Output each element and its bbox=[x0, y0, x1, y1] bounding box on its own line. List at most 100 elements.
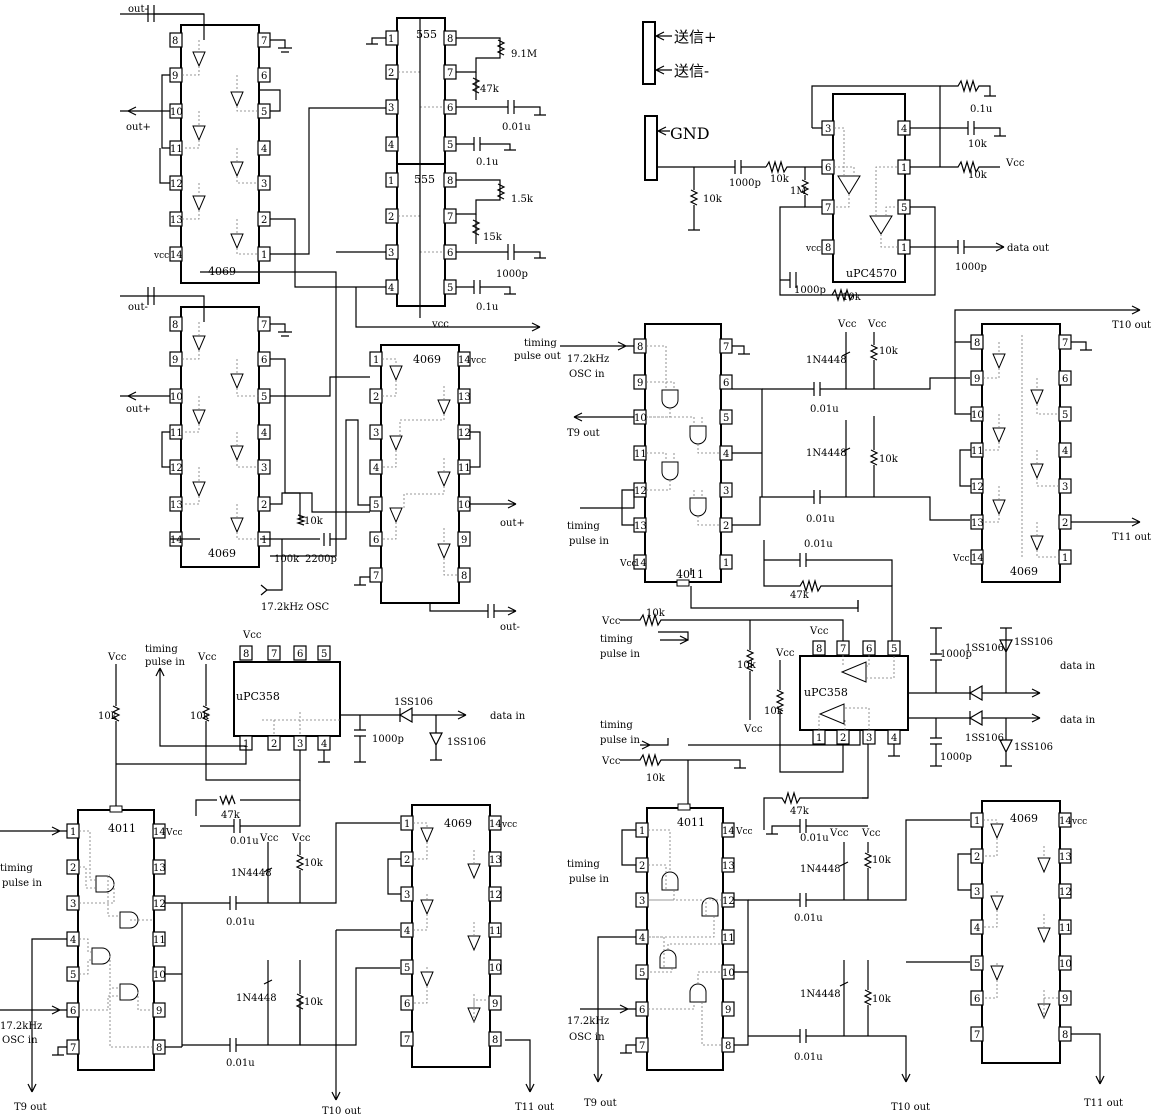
resistor-label: 10k bbox=[646, 773, 666, 784]
svg-text:9: 9 bbox=[725, 1005, 731, 1016]
capacitor-label: 0.1u bbox=[476, 157, 499, 168]
svg-text:12: 12 bbox=[458, 428, 471, 439]
resistor-label: 47k bbox=[790, 590, 810, 601]
wiring-top-left bbox=[120, 5, 390, 596]
svg-text:3: 3 bbox=[404, 890, 410, 901]
svg-text:7: 7 bbox=[447, 68, 453, 79]
svg-text:9: 9 bbox=[492, 999, 498, 1010]
svg-text:3: 3 bbox=[639, 896, 645, 907]
svg-text:5: 5 bbox=[261, 107, 267, 118]
svg-text:14: 14 bbox=[634, 558, 647, 569]
svg-text:3: 3 bbox=[825, 124, 831, 135]
ic-label: 4069 bbox=[208, 547, 236, 560]
svg-text:5: 5 bbox=[404, 963, 410, 974]
resistor-label: 10k bbox=[190, 711, 210, 722]
svg-text:4: 4 bbox=[321, 739, 327, 750]
svg-text:9: 9 bbox=[172, 71, 178, 82]
capacitor-label: 0.01u bbox=[502, 122, 531, 133]
svg-text:2: 2 bbox=[388, 68, 394, 79]
capacitor-label: 0.01u bbox=[794, 1052, 823, 1063]
svg-text:9: 9 bbox=[461, 535, 467, 546]
svg-text:2: 2 bbox=[639, 861, 645, 872]
resistor-label: 10k bbox=[764, 706, 784, 717]
svg-text:6: 6 bbox=[70, 1006, 76, 1017]
svg-text:9: 9 bbox=[974, 374, 980, 385]
svg-text:6: 6 bbox=[639, 1005, 645, 1016]
wiring-uPC4570 bbox=[658, 78, 1006, 303]
svg-text:5: 5 bbox=[373, 500, 379, 511]
svg-text:10: 10 bbox=[458, 500, 471, 511]
capacitor-label: 0.1u bbox=[970, 104, 993, 115]
svg-text:8: 8 bbox=[974, 338, 980, 349]
svg-text:2: 2 bbox=[261, 215, 267, 226]
svg-text:9: 9 bbox=[637, 378, 643, 389]
ic-4011-bottom-right: 1 2 3 4 5 6 7 14 Vcc 13 12 11 10 9 8 401… bbox=[635, 803, 753, 1071]
svg-text:1: 1 bbox=[261, 535, 267, 546]
ic-label: uPC358 bbox=[804, 686, 848, 699]
svg-text:10: 10 bbox=[170, 107, 183, 118]
svg-text:6: 6 bbox=[447, 103, 453, 114]
svg-text:1: 1 bbox=[901, 243, 907, 254]
resistor-label: 10k bbox=[770, 174, 790, 185]
resistor-label: 10k bbox=[304, 858, 324, 869]
diode-label: 1N4448 bbox=[806, 448, 847, 459]
svg-text:8: 8 bbox=[243, 649, 249, 660]
out-plus-label: out+ bbox=[126, 122, 151, 133]
diode-label: 1N4448 bbox=[806, 355, 847, 366]
svg-text:4: 4 bbox=[261, 144, 267, 155]
svg-text:12: 12 bbox=[634, 486, 647, 497]
svg-text:7: 7 bbox=[825, 203, 831, 214]
ic-4069-top-left-upper: 8 9 10 11 12 13 vcc 14 7 6 5 4 3 2 1 406… bbox=[153, 24, 271, 284]
vcc-label: Vcc bbox=[837, 319, 857, 330]
svg-text:2: 2 bbox=[261, 500, 267, 511]
ic-label: 555 bbox=[416, 28, 437, 41]
diode-label: 1N4448 bbox=[236, 993, 277, 1004]
vcc-label: Vcc bbox=[601, 616, 621, 627]
ic-555-lower: 1 2 3 4 8 7 6 5 555 bbox=[385, 163, 457, 307]
svg-text:5: 5 bbox=[321, 649, 327, 660]
resistor-label: 10k bbox=[737, 660, 757, 671]
vcc-label: Vcc bbox=[867, 319, 887, 330]
t9-label: T9 out bbox=[14, 1102, 47, 1113]
data-in-label: data in bbox=[1060, 661, 1096, 672]
svg-text:6: 6 bbox=[723, 378, 729, 389]
ic-label: 4069 bbox=[444, 817, 472, 830]
resistor-label: 10k bbox=[304, 516, 324, 527]
svg-text:5: 5 bbox=[261, 392, 267, 403]
capacitor-label: 0.01u bbox=[226, 1058, 255, 1069]
connector-send: 送信+ 送信- bbox=[642, 21, 717, 85]
resistor-label: 100k bbox=[274, 554, 300, 565]
timing-label: pulse in bbox=[145, 657, 185, 668]
capacitor-label: 1000p bbox=[372, 734, 404, 745]
svg-text:5: 5 bbox=[723, 413, 729, 424]
svg-text:8: 8 bbox=[816, 644, 822, 655]
svg-text:10: 10 bbox=[722, 968, 735, 979]
svg-text:3: 3 bbox=[70, 899, 76, 910]
svg-text:3: 3 bbox=[388, 103, 394, 114]
svg-text:1: 1 bbox=[404, 819, 410, 830]
out-plus-label: out+ bbox=[500, 518, 525, 529]
data-in-label: data in bbox=[1060, 715, 1096, 726]
ic-label: 555 bbox=[414, 173, 435, 186]
svg-text:6: 6 bbox=[261, 355, 267, 366]
resistor-label: 10k bbox=[879, 454, 899, 465]
svg-text:4: 4 bbox=[388, 283, 394, 294]
ic-label: 4011 bbox=[108, 822, 136, 835]
osc-label: OSC in bbox=[569, 1032, 605, 1043]
vcc-label: Vcc bbox=[197, 652, 217, 663]
svg-text:13: 13 bbox=[722, 861, 735, 872]
osc-label: 17.2kHz bbox=[567, 354, 609, 365]
diode-label: 1SS106 bbox=[447, 737, 486, 748]
diode-label: 1SS106 bbox=[394, 697, 433, 708]
vcc-label: Vcc bbox=[242, 630, 262, 641]
out-minus-label: out- bbox=[128, 4, 148, 15]
wiring-mid-right-4069 bbox=[954, 305, 1141, 527]
svg-text:13: 13 bbox=[458, 392, 471, 403]
svg-text:7: 7 bbox=[261, 36, 267, 47]
svg-text:1: 1 bbox=[1062, 553, 1068, 564]
resistor-label: 10k bbox=[872, 994, 892, 1005]
wiring-555 bbox=[336, 18, 546, 332]
svg-text:3: 3 bbox=[1062, 482, 1068, 493]
capacitor-label: 1000p bbox=[729, 178, 761, 189]
